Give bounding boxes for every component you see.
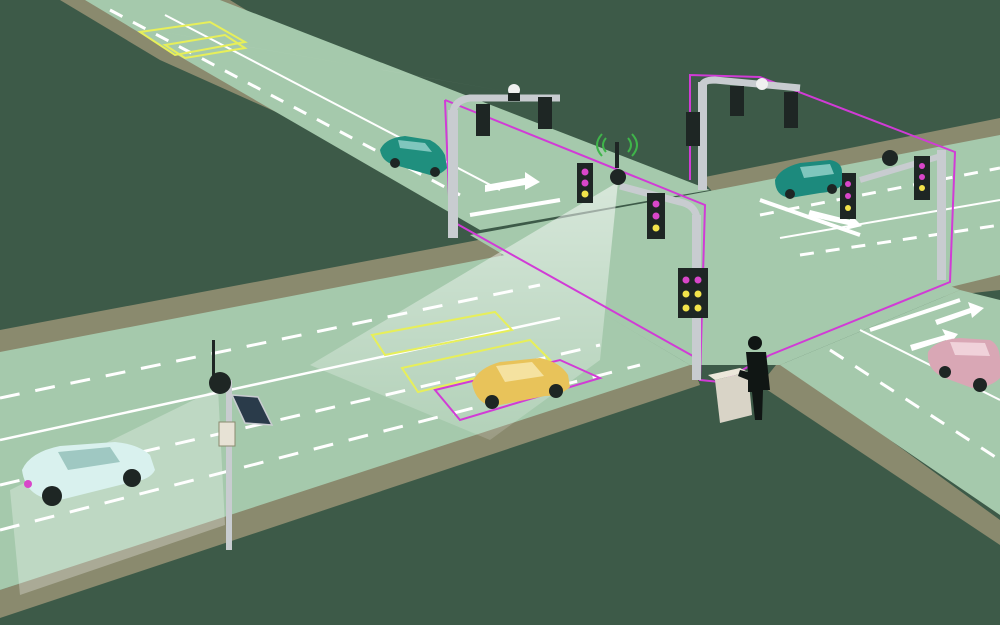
control-cabinet <box>708 368 752 423</box>
arrow-marking <box>910 329 958 351</box>
road-northwest-arm <box>85 0 710 230</box>
traffic-signal-head <box>476 104 490 136</box>
camera-icon <box>610 169 626 185</box>
arrow-marking <box>935 302 984 325</box>
detection-zone <box>370 310 514 357</box>
roadside-sensor-pole <box>209 340 274 550</box>
side-camera-beam <box>10 388 225 595</box>
detection-zone <box>400 338 552 394</box>
vehicle-pink-car-right <box>927 338 1000 392</box>
traffic-signal-head <box>678 268 708 318</box>
camera-icon <box>882 150 898 166</box>
vehicle-white-car-left <box>22 442 155 506</box>
arrow-marking <box>808 210 862 230</box>
camera-icon <box>756 78 768 90</box>
vehicle-teal-car-top <box>380 136 447 177</box>
traffic-signal-head <box>538 97 552 129</box>
stop-lines <box>469 198 961 332</box>
signal-gantry-right <box>686 76 801 190</box>
traffic-signal-head <box>686 112 700 146</box>
traffic-signal-head <box>730 86 744 116</box>
sensor-box <box>218 421 236 447</box>
vehicle-teal-car-right <box>775 160 842 199</box>
signal-gantry-left <box>448 84 560 238</box>
vehicle-yellow-car-center <box>472 358 570 409</box>
central-signal-mast <box>577 133 708 380</box>
arrow-marking <box>485 172 540 192</box>
solar-panel-icon <box>230 394 274 426</box>
traffic-signal-head <box>784 92 798 128</box>
detection-zones <box>137 20 552 394</box>
operator-silhouette <box>738 336 770 420</box>
detection-zone <box>137 20 248 57</box>
detection-zone <box>162 33 248 60</box>
wireless-signal-icon <box>596 133 638 157</box>
signal-mast-far-right <box>840 150 946 280</box>
road-arrows <box>485 172 984 351</box>
